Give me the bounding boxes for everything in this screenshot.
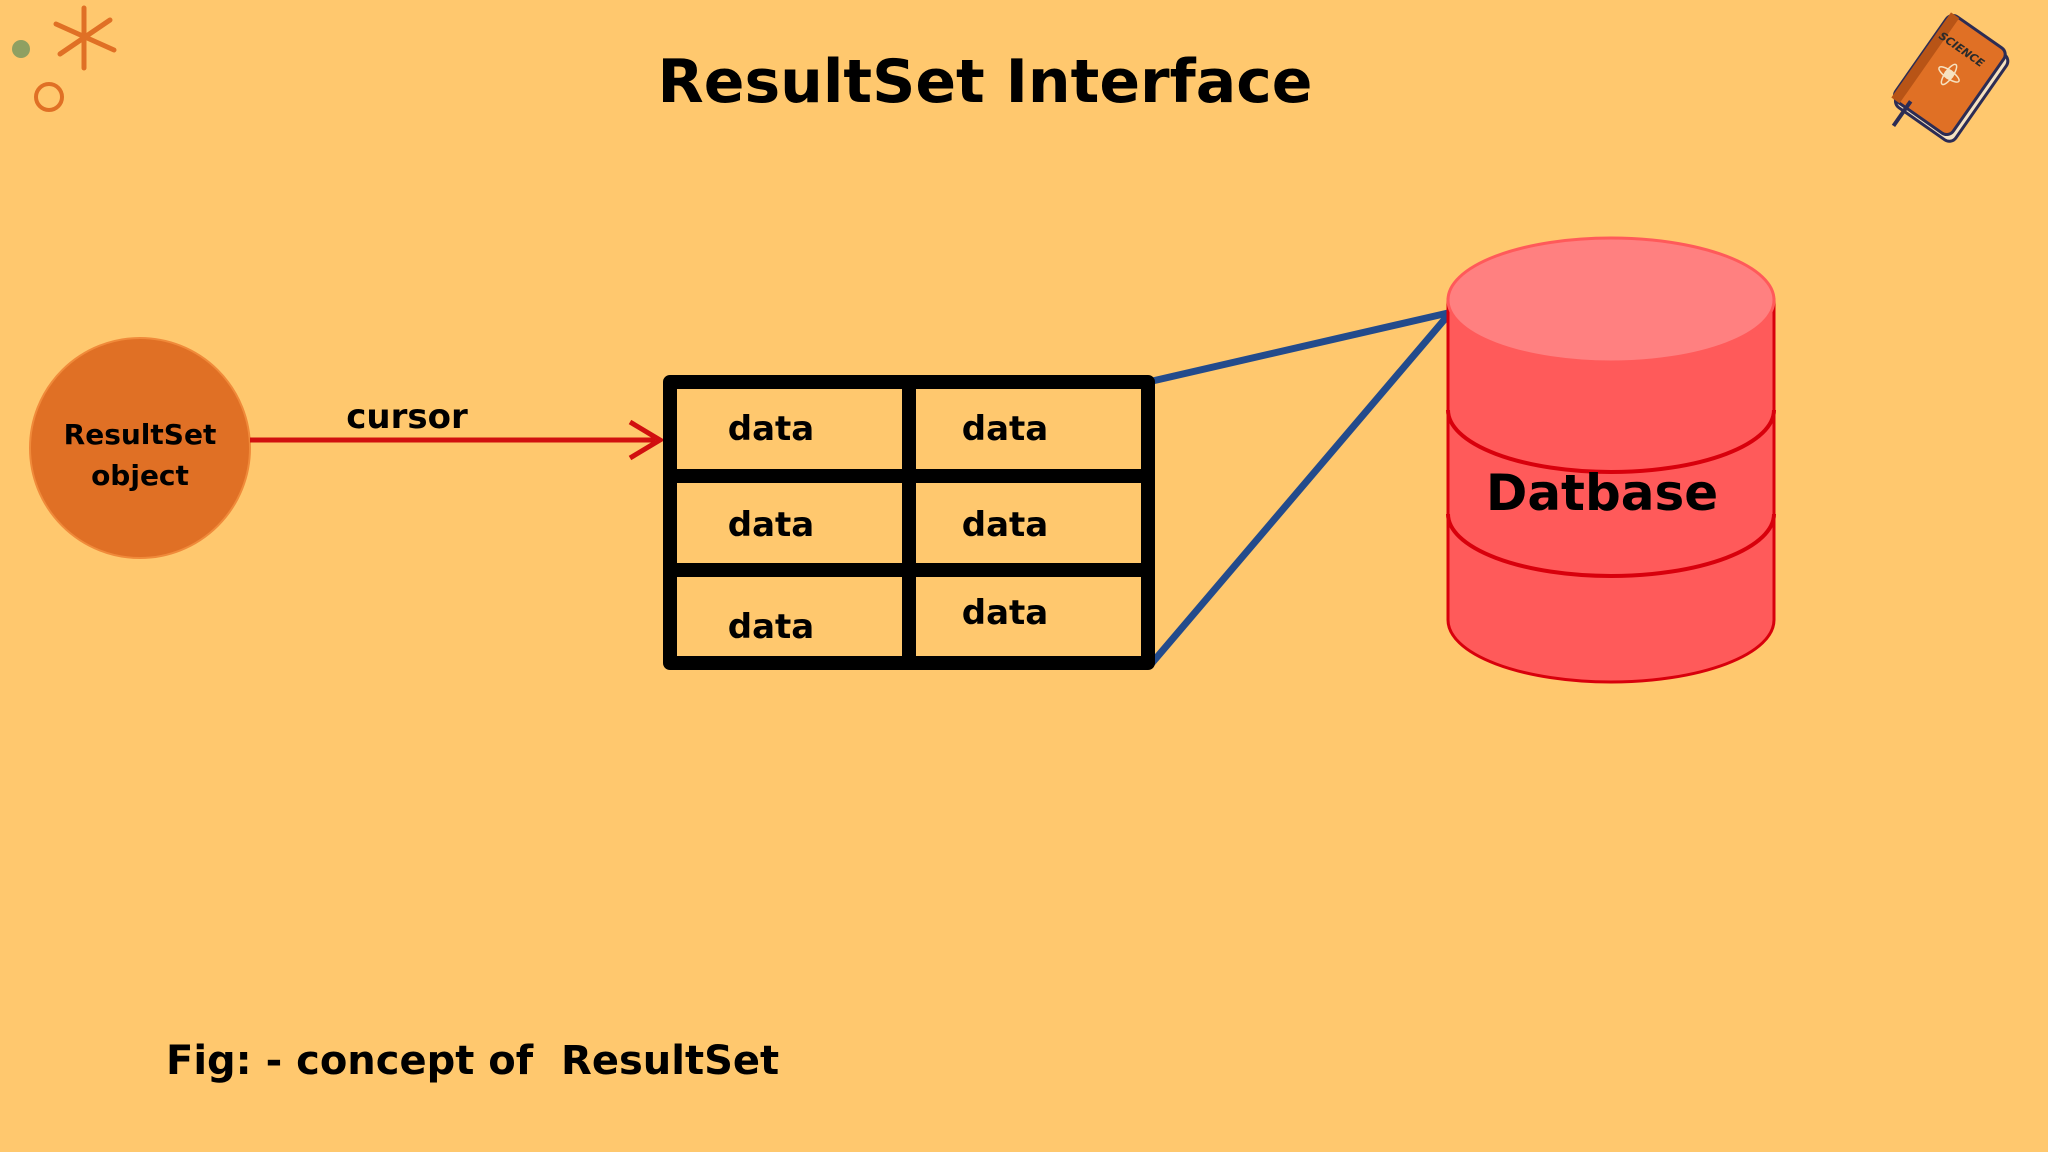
science-book-icon: SCIENCE [1891,12,2010,143]
asterisk-doodle-icon [12,5,117,112]
resultset-label-line1: ResultSet [64,418,217,451]
table-cell: data [728,505,814,545]
cursor-arrow: cursor [250,397,665,461]
table-cell: data [962,409,1048,449]
table-to-database-connectors [1147,309,1453,666]
table-cell: data [962,593,1048,633]
table-cell: data [728,409,814,449]
figure-caption: Fig: - concept of ResultSet [166,1038,779,1084]
database-cylinder: Datbase [1446,236,1776,684]
table-cell: data [962,505,1048,545]
page-title: ResultSet Interface [658,47,1313,117]
resultset-label-line2: object [91,459,189,492]
database-label: Datbase [1486,464,1718,522]
table-cell: data [728,607,814,647]
resultset-object-node: ResultSet object [29,337,251,559]
cursor-label: cursor [346,397,468,437]
resultset-table: data data data data data data [663,375,1155,670]
